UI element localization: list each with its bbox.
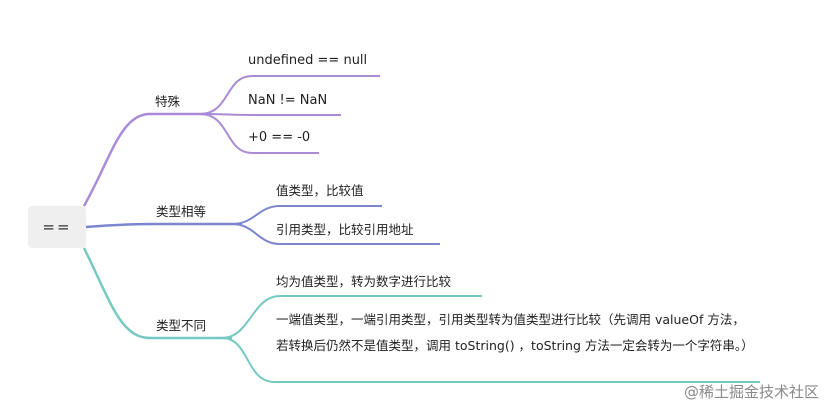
leaf-value-type-compare[interactable]: 值类型，比较值 <box>276 183 364 198</box>
branch-special[interactable]: 特殊 <box>155 94 181 109</box>
root-node[interactable]: == <box>28 206 86 248</box>
connector-special-child-3 <box>199 113 319 154</box>
leaf-mixed-types-explanation[interactable]: 一端值类型，一端引用类型，引用类型转为值类型进行比较（先调用 valueOf 方… <box>276 312 754 353</box>
connector-root-to-special <box>82 112 210 207</box>
branch-different-type[interactable]: 类型不同 <box>156 318 207 333</box>
connector-same-type-child-1 <box>231 205 382 225</box>
leaf-plus-minus-zero[interactable]: +0 == -0 <box>248 130 311 145</box>
connector-root-to-diff-type <box>82 247 232 340</box>
connector-same-type-child-2 <box>231 223 440 245</box>
leaf-reference-type-compare[interactable]: 引用类型，比较引用地址 <box>276 222 414 237</box>
connector-diff-type-child-2 <box>221 337 760 383</box>
leaf-undefined-null[interactable]: undefined == null <box>248 53 368 68</box>
branch-same-type[interactable]: 类型相等 <box>156 204 207 219</box>
connector-special-child-2 <box>199 113 341 116</box>
connector-special-child-1 <box>199 75 380 115</box>
leaf-both-value-types[interactable]: 均为值类型，转为数字进行比较 <box>276 274 452 289</box>
leaf-nan-nan[interactable]: NaN != NaN <box>248 93 328 108</box>
connector-diff-type-child-1 <box>221 295 482 339</box>
watermark: @稀土掘金技术社区 <box>683 383 819 401</box>
connector-root-to-same-type <box>85 222 242 229</box>
